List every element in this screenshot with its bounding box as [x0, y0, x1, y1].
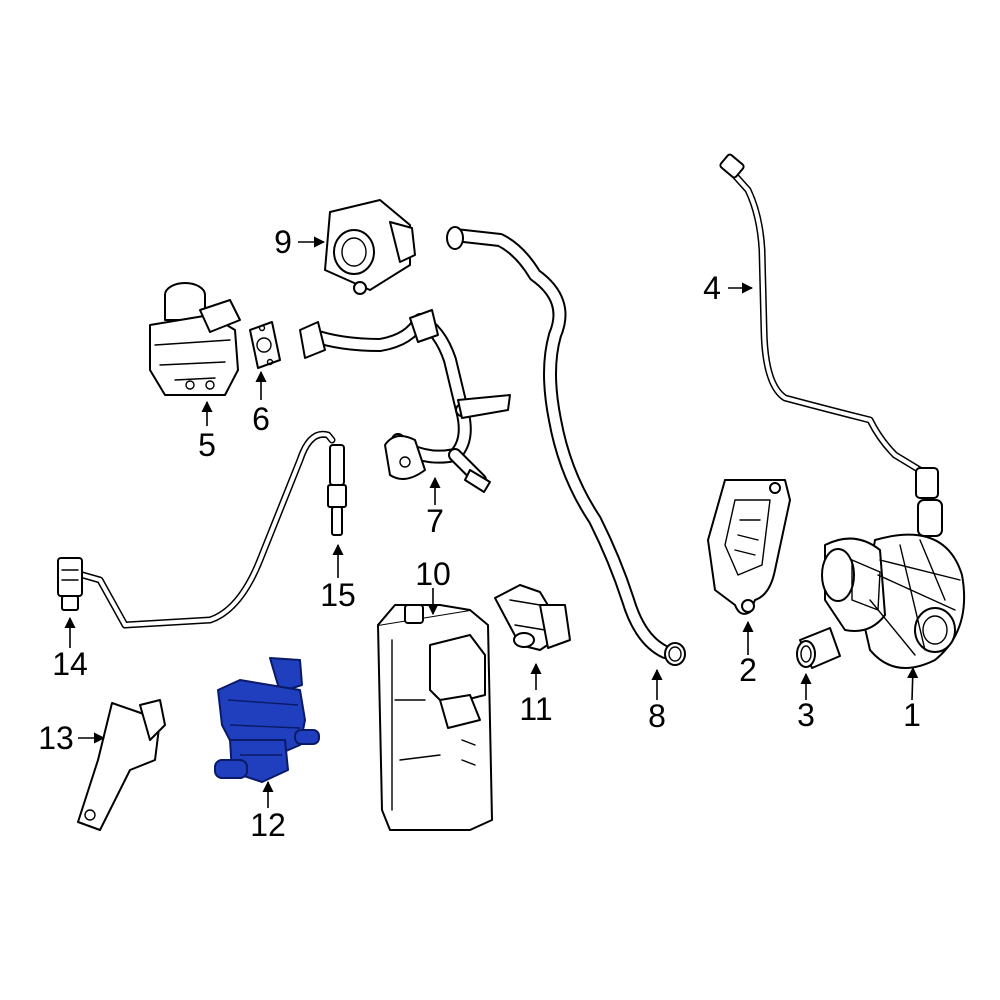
callout-10[interactable]: 10 — [415, 556, 451, 592]
part-13-bracket[interactable] — [77, 699, 166, 831]
callout-12[interactable]: 12 — [250, 807, 286, 843]
part-1-air-pump[interactable] — [821, 499, 966, 669]
callout-4[interactable]: 4 — [703, 270, 721, 306]
callout-6[interactable]: 6 — [252, 401, 270, 437]
callout-5[interactable]: 5 — [198, 427, 216, 463]
callout-13[interactable]: 13 — [38, 720, 74, 756]
part-3-grommet[interactable] — [796, 627, 841, 669]
part-4-vacuum-line[interactable] — [719, 153, 939, 499]
part-12-purge-valve[interactable] — [214, 657, 320, 783]
part-15-oxygen-sensor[interactable] — [68, 430, 347, 629]
callout-8[interactable]: 8 — [648, 698, 666, 734]
callout-14[interactable]: 14 — [52, 646, 88, 682]
callout-7[interactable]: 7 — [426, 503, 444, 539]
part-9-throttle-body[interactable] — [324, 199, 416, 295]
callout-3[interactable]: 3 — [797, 697, 815, 733]
callout-15[interactable]: 15 — [320, 577, 356, 613]
callout-1[interactable]: 1 — [903, 697, 921, 733]
part-11-connector[interactable] — [494, 584, 571, 651]
part-5-egr-valve[interactable] — [149, 282, 241, 396]
callout-11[interactable]: 11 — [519, 691, 552, 727]
callouts: 1 2 3 4 5 6 7 8 9 10 11 12 13 14 15 — [38, 224, 921, 843]
callout-9[interactable]: 9 — [274, 224, 292, 260]
part-6-gasket[interactable] — [249, 321, 281, 369]
part-10-canister[interactable] — [377, 604, 493, 831]
part-8-hose[interactable] — [446, 226, 686, 666]
callout-2[interactable]: 2 — [739, 652, 757, 688]
part-14-connector[interactable] — [57, 557, 83, 611]
leader-lines — [64, 236, 919, 808]
part-2-cover[interactable] — [707, 479, 791, 615]
part-7-pipe[interactable] — [299, 309, 511, 493]
